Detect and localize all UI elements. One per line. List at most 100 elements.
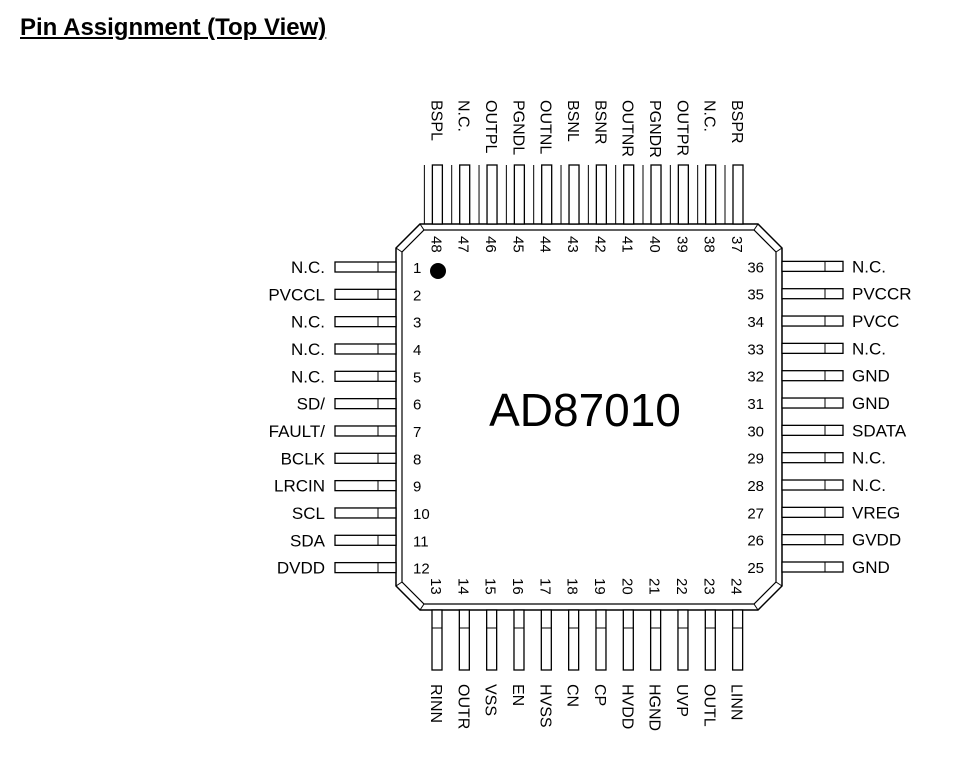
pin-lead — [781, 561, 844, 573]
pin-lead — [781, 452, 844, 464]
pin-number-label: 3 — [413, 315, 421, 332]
pin-number-label: 9 — [413, 479, 421, 496]
pin-name-label: N.C. — [291, 313, 325, 332]
pin-name-label: HVSS — [536, 684, 553, 728]
pin-number-label: 34 — [747, 314, 764, 331]
pin-number-label: 15 — [482, 578, 499, 595]
pin-lead — [649, 609, 662, 671]
pin-lead — [451, 164, 471, 225]
pin-number-label: 23 — [700, 578, 717, 595]
pin-lead — [486, 609, 498, 671]
pin-name-label: PVCC — [852, 312, 899, 331]
pin-lead — [731, 609, 744, 671]
pin-lead — [334, 316, 397, 328]
pin-number-label: 28 — [747, 478, 764, 495]
pin-number-label: 44 — [537, 236, 554, 253]
pin-name-label: BSPL — [427, 100, 444, 141]
pin-name-label: CN — [564, 684, 581, 707]
pin-lead — [781, 506, 844, 518]
pin-number-label: 4 — [413, 342, 421, 359]
pin-lead — [642, 164, 662, 225]
pin-number-label: 46 — [482, 236, 499, 253]
pin-lead — [334, 261, 397, 273]
pin-lead — [334, 425, 397, 437]
pin-name-label: BSPR — [728, 100, 745, 144]
pin-name-label: EN — [509, 684, 526, 706]
pin-number-label: 35 — [747, 287, 764, 304]
pin-number-label: 2 — [413, 287, 421, 304]
pin-lead — [781, 397, 844, 409]
pin-number-label: 29 — [747, 451, 764, 468]
bevel-corner — [395, 581, 403, 587]
pin1-marker-dot — [430, 263, 446, 279]
pin-number-label: 27 — [747, 505, 764, 522]
bevel-corner — [775, 581, 783, 587]
bevel-corner — [419, 223, 425, 231]
pin-name-label: OUTNL — [537, 100, 554, 154]
pin-name-label: BSNL — [564, 100, 581, 142]
bevel-corner — [753, 223, 759, 231]
pin-name-label: N.C. — [701, 100, 718, 132]
pin-lead — [781, 288, 844, 300]
bevel-corner — [775, 247, 783, 253]
pin-number-label: 42 — [591, 236, 608, 253]
pin-name-label: N.C. — [852, 476, 886, 495]
pin-name-label: GND — [852, 367, 890, 386]
pin-name-label: OUTNR — [619, 100, 636, 157]
pin-number-label: 25 — [747, 560, 764, 577]
pin-lead — [478, 164, 498, 225]
pin-number-label: 38 — [701, 236, 718, 253]
pin-lead — [334, 288, 397, 300]
pin-name-label: SDA — [290, 531, 326, 550]
bevel-corner — [395, 247, 403, 253]
pin-name-label: SD/ — [297, 395, 326, 414]
pin-number-label: 19 — [591, 578, 608, 595]
pin-number-label: 47 — [455, 236, 472, 253]
pin-number-label: 43 — [564, 236, 581, 253]
pin-lead — [560, 164, 580, 225]
pin-number-label: 26 — [747, 533, 764, 550]
pin-number-label: 1 — [413, 260, 421, 277]
pin-name-label: HGND — [646, 684, 663, 731]
pin-lead — [669, 164, 689, 225]
pin-name-label: DVDD — [277, 559, 325, 578]
pin-name-label: GND — [852, 558, 890, 577]
pin-number-label: 22 — [673, 578, 690, 595]
pin-name-label: SCL — [292, 504, 325, 523]
pin-lead — [704, 609, 716, 671]
pin-number-label: 6 — [413, 397, 421, 414]
pin-name-label: LINN — [728, 684, 745, 720]
pin-lead — [334, 397, 397, 410]
pin-name-label: OUTL — [700, 684, 717, 727]
pin-lead — [781, 534, 844, 546]
pin-lead — [334, 370, 397, 382]
pin-lead — [781, 479, 844, 491]
pin-lead — [781, 315, 844, 327]
pin-lead — [334, 479, 397, 492]
pin-number-label: 41 — [619, 236, 636, 253]
pin-lead — [334, 343, 397, 355]
pin-number-label: 48 — [427, 236, 444, 253]
pin-name-label: OUTR — [454, 684, 471, 729]
pin-lead — [513, 609, 525, 671]
pin-number-label: 12 — [413, 561, 430, 578]
pin-number-label: 20 — [618, 578, 635, 595]
pin-lead — [615, 164, 635, 225]
pin-number-label: 37 — [728, 236, 745, 253]
pin-number-label: 5 — [413, 369, 421, 386]
pin-lead — [423, 164, 444, 225]
pin-name-label: N.C. — [852, 257, 886, 276]
pin-number-label: 40 — [646, 236, 663, 253]
pin-name-label: VREG — [852, 503, 900, 522]
pin-number-label: 8 — [413, 451, 421, 468]
pin-lead — [697, 164, 717, 225]
pin-number-label: 11 — [413, 533, 429, 550]
pin-lead — [533, 164, 553, 225]
pin-number-label: 16 — [509, 578, 526, 595]
pin-name-label: LRCIN — [274, 477, 325, 496]
pin-lead — [334, 452, 397, 464]
pin-number-label: 45 — [509, 236, 526, 253]
pin-name-label: FAULT/ — [269, 422, 326, 441]
pin-name-label: UVP — [673, 684, 690, 717]
